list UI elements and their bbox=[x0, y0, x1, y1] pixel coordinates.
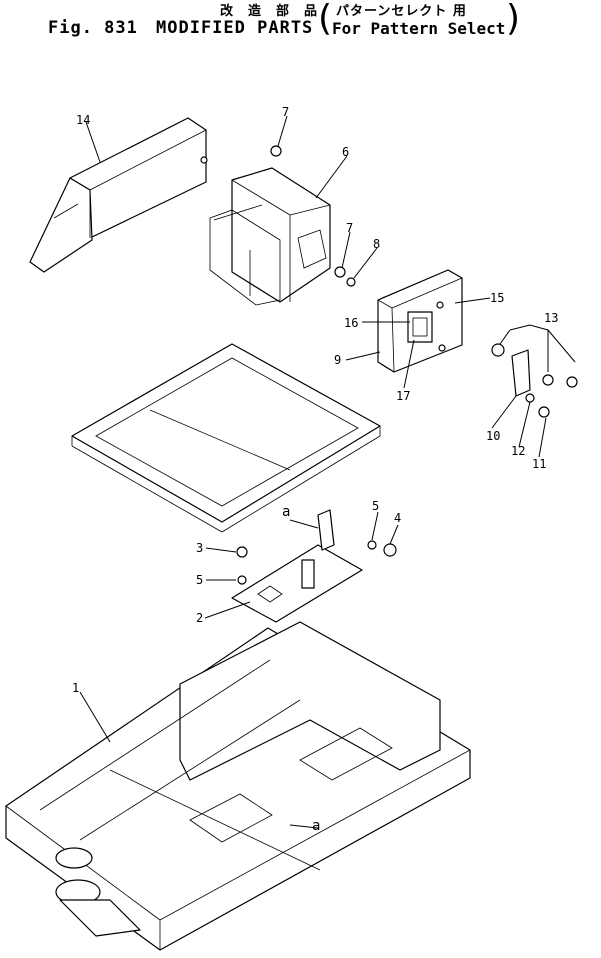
figure-subtitle: For Pattern Select bbox=[332, 19, 506, 38]
close-paren: ) bbox=[506, 0, 521, 39]
callout-1: 1 bbox=[72, 681, 79, 695]
part-1-main-frame bbox=[5, 621, 471, 951]
part-14-cover bbox=[29, 117, 208, 273]
reference-a-lower: a bbox=[312, 818, 320, 834]
floor-mat bbox=[71, 343, 381, 533]
jp-title-char-1: 改 bbox=[220, 4, 238, 19]
figure-title: MODIFIED PARTS bbox=[156, 18, 314, 38]
callout-11: 11 bbox=[532, 457, 546, 471]
part-6-frame bbox=[209, 145, 356, 306]
callout-2: 2 bbox=[196, 611, 203, 625]
callout-4: 4 bbox=[394, 511, 401, 525]
figure-header: 改 造 部 品 パターンセレクト 用 Fig. 831 MODIFIED PAR… bbox=[0, 0, 601, 52]
callout-12: 12 bbox=[511, 444, 525, 458]
callout-17: 17 bbox=[396, 389, 410, 403]
callout-5-left: 5 bbox=[196, 573, 203, 587]
jp-title-char-2: 造 bbox=[248, 4, 266, 19]
callout-9: 9 bbox=[334, 353, 341, 367]
leader-lines bbox=[79, 115, 576, 829]
callout-8: 8 bbox=[373, 237, 380, 251]
part-2-plate bbox=[231, 509, 397, 623]
callout-10: 10 bbox=[486, 429, 500, 443]
parts-10-13-hardware bbox=[491, 343, 578, 418]
jp-subtitle: パターンセレクト 用 bbox=[336, 4, 467, 19]
callout-15: 15 bbox=[490, 291, 504, 305]
jp-title-char-3: 部 bbox=[276, 4, 294, 19]
callout-7a: 7 bbox=[282, 105, 289, 119]
open-paren: ( bbox=[318, 0, 333, 39]
callout-7b: 7 bbox=[346, 221, 353, 235]
callout-14: 14 bbox=[76, 113, 90, 127]
callout-16: 16 bbox=[344, 316, 358, 330]
callout-13: 13 bbox=[544, 311, 558, 325]
part-9-panel bbox=[377, 269, 463, 373]
jp-title-char-4: 品 bbox=[304, 4, 322, 19]
callout-6: 6 bbox=[342, 145, 349, 159]
callout-3: 3 bbox=[196, 541, 203, 555]
reference-a-upper: a bbox=[282, 504, 290, 520]
figure-number: Fig. 831 bbox=[48, 18, 138, 38]
callout-5-right: 5 bbox=[372, 499, 379, 513]
